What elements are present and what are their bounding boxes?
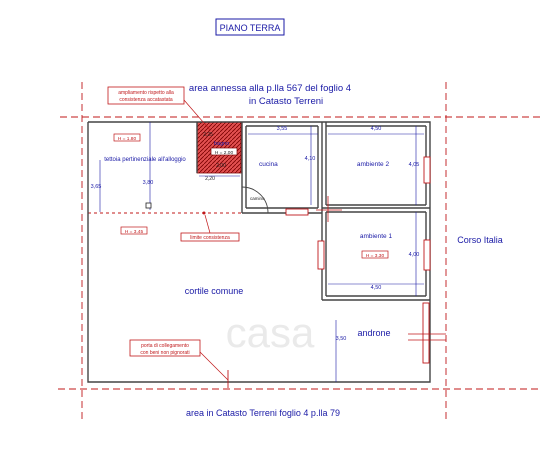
height-330: H = 3.30	[361, 250, 389, 259]
bagno-label: bagno	[214, 141, 229, 147]
watermark: casa	[226, 309, 315, 356]
svg-text:ampliamento rispetto alla: ampliamento rispetto alla	[118, 90, 174, 96]
boundary-lines	[58, 82, 540, 420]
dim-200: 2,00	[216, 163, 226, 169]
ambiente2-label: ambiente 2	[357, 161, 390, 168]
height-200: H = 2.00	[210, 147, 238, 156]
window-markers	[316, 196, 446, 341]
porta-note: porta di collegamento con beni non pigno…	[129, 339, 229, 388]
walls	[87, 121, 431, 383]
dim-400: 4,00	[409, 252, 420, 258]
ampliamento-note: ampliamento rispetto alla consistenza ac…	[107, 86, 211, 131]
height-345: H = 3.45	[120, 226, 148, 235]
dim-405: 4,05	[409, 162, 420, 168]
dim-350: 3,50	[336, 336, 347, 342]
door-arc	[241, 186, 269, 214]
limite-note: limite consistenza	[180, 211, 240, 242]
bottom-area-label: area in Catasto Terreni foglio 4 p.lla 7…	[186, 408, 340, 418]
dim-450-bottom: 4,50	[371, 285, 382, 291]
marker-square	[145, 202, 152, 209]
top-area-label: area annessa alla p.lla 567 del foglio 4	[189, 83, 351, 94]
cucina-label: cucina	[259, 161, 278, 168]
svg-text:H = 3.45: H = 3.45	[125, 229, 144, 235]
svg-text:H = 3.30: H = 3.30	[366, 253, 385, 259]
title-box	[215, 18, 285, 36]
svg-text:H = 1.80: H = 1.80	[118, 136, 137, 142]
svg-text:con beni non pignorati: con beni non pignorati	[140, 350, 189, 356]
height-180: H = 1.80	[113, 133, 141, 142]
corso-italia-label: Corso Italia	[457, 235, 503, 245]
bagno-enlargement	[196, 121, 242, 174]
dim-380: 3,80	[143, 180, 154, 186]
svg-text:H = 2.00: H = 2.00	[215, 150, 234, 156]
plan-title: PIANO TERRA	[220, 23, 281, 33]
dim-225: 2,25	[203, 132, 213, 138]
svg-text:limite consistenza: limite consistenza	[190, 235, 230, 241]
top-area-label-2: in Catasto Terreni	[249, 96, 323, 107]
cortile-label: cortile comune	[185, 286, 244, 296]
svg-text:porta di collegamento: porta di collegamento	[141, 343, 189, 349]
svg-text:consistenza accatastata: consistenza accatastata	[119, 97, 173, 103]
dim-410: 4,10	[305, 156, 316, 162]
androne-label: androne	[357, 328, 390, 338]
dim-450-top: 4,50	[371, 126, 382, 132]
tettoia-label: tettoia pertinenziale all'alloggio	[104, 157, 186, 163]
ambiente1-label: ambiente 1	[360, 233, 393, 240]
camino-label: camino	[250, 196, 265, 201]
dim-220: 2,20	[205, 176, 215, 182]
dim-355: 3,55	[277, 126, 288, 132]
windows	[285, 156, 431, 364]
dimension-lines	[99, 122, 424, 382]
dim-365: 3,65	[91, 184, 102, 190]
